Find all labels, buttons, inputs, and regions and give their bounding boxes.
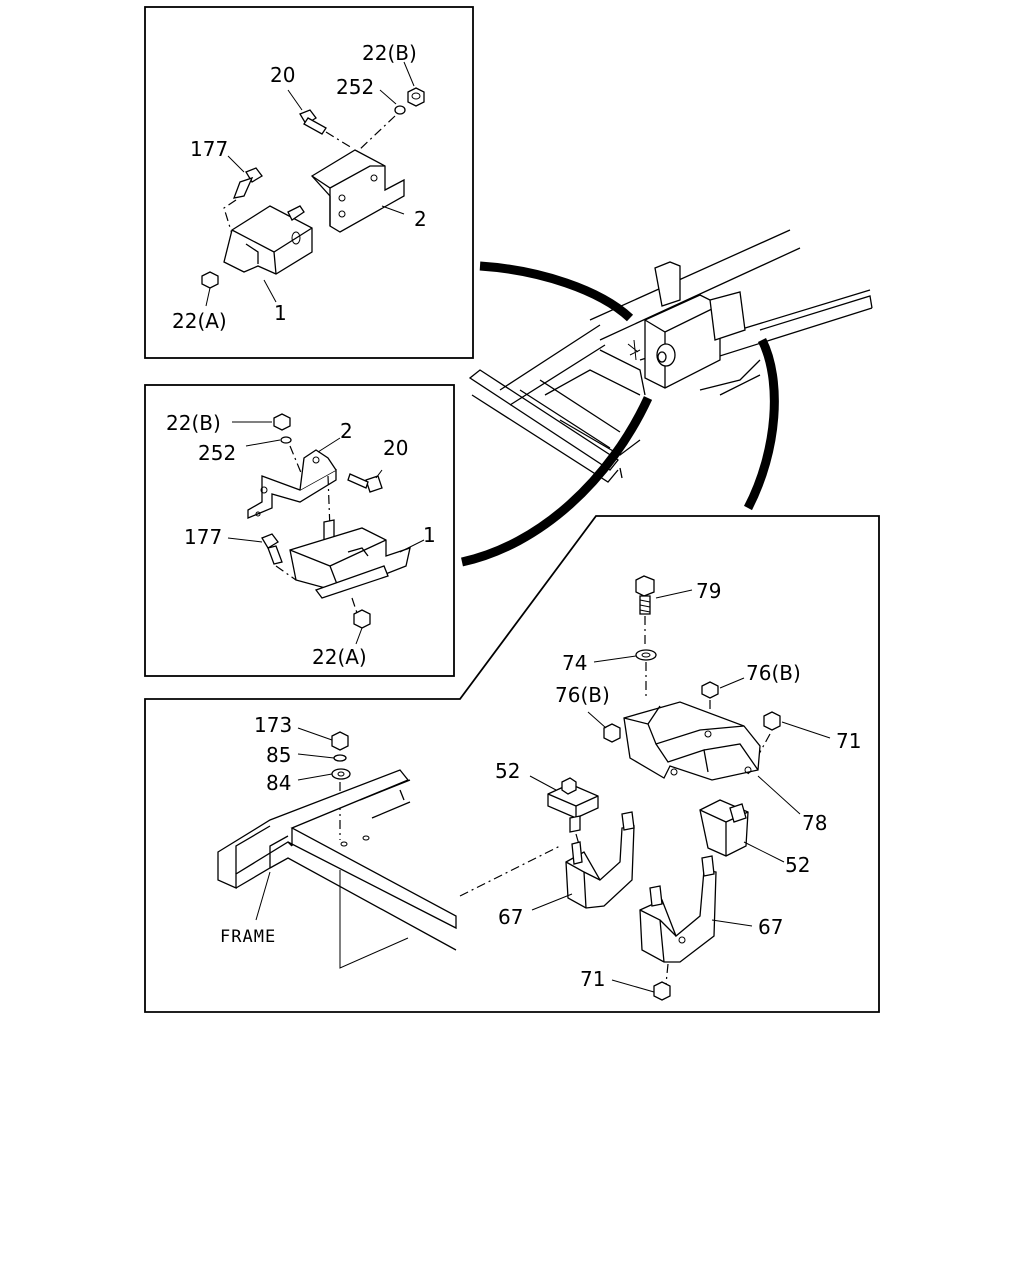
nut-76b-right-icon [701, 681, 719, 699]
label-71-bottom: 71 [580, 967, 605, 991]
washer-85-icon [333, 754, 347, 762]
label-177: 177 [190, 137, 228, 161]
nut-76b-left-icon [603, 723, 621, 743]
callout-arc-top [479, 261, 634, 322]
label-74: 74 [562, 651, 587, 675]
label-22b: 22(B) [166, 411, 221, 435]
washer-252-icon [280, 436, 292, 444]
bolt-177-icon [261, 533, 283, 565]
frame-rail-icon [217, 769, 457, 951]
bracket-2-icon [310, 149, 405, 233]
chassis-overview [468, 229, 873, 483]
label-84: 84 [266, 771, 291, 795]
insulator-52-left-icon [547, 777, 599, 833]
bolt-79-icon [635, 575, 655, 615]
label-85: 85 [266, 743, 291, 767]
panel-bottom-left: 173 85 84 FRAME [217, 713, 561, 969]
label-71-top: 71 [836, 729, 861, 753]
nut-173-icon [331, 731, 349, 751]
label-252: 252 [336, 75, 374, 99]
crossmember-78-icon [623, 701, 761, 781]
label-67-right: 67 [758, 915, 783, 939]
label-20: 20 [270, 63, 295, 87]
label-22a: 22(A) [312, 645, 367, 669]
label-78: 78 [802, 811, 827, 835]
label-1: 1 [274, 301, 287, 325]
bolt-20-icon [347, 473, 383, 493]
label-79: 79 [696, 579, 721, 603]
callout-arc-middle [461, 396, 653, 567]
insulator-52-right-icon [699, 799, 749, 857]
callout-arc-right [744, 337, 779, 511]
label-20: 20 [383, 436, 408, 460]
label-22b: 22(B) [362, 41, 417, 65]
label-76b-left: 76(B) [555, 683, 610, 707]
label-2: 2 [340, 419, 353, 443]
label-177: 177 [184, 525, 222, 549]
label-76b-right: 76(B) [746, 661, 801, 685]
label-frame: FRAME [220, 927, 276, 947]
label-52-right: 52 [785, 853, 810, 877]
panel-top-left: 22(B) 252 20 177 2 1 22(A) [144, 6, 474, 359]
nut-22b-icon [273, 413, 291, 431]
nut-71-top-icon [763, 711, 781, 731]
label-22a: 22(A) [172, 309, 227, 333]
label-252: 252 [198, 441, 236, 465]
label-67-left: 67 [498, 905, 523, 929]
nut-22a-icon [201, 271, 219, 289]
label-2: 2 [414, 207, 427, 231]
label-1: 1 [423, 523, 436, 547]
bracket-2-icon [247, 449, 337, 519]
nut-71-bottom-icon [653, 981, 671, 1001]
washer-74-icon [635, 649, 657, 661]
nut-22a-icon [353, 609, 371, 629]
mount-1-icon [289, 527, 411, 599]
washer-84-icon [331, 768, 351, 780]
mount-1-icon [223, 205, 313, 275]
washer-252-icon [394, 105, 406, 115]
bolt-177-icon [223, 167, 263, 235]
panel-right: 79 74 76(B) 76(B) 71 78 52 52 67 67 71 [495, 575, 861, 1001]
label-173: 173 [254, 713, 292, 737]
panel-middle-left: 22(B) 252 2 20 177 1 22(A) [144, 384, 455, 677]
bracket-67-right-icon [639, 855, 717, 963]
panel-lower-frame [144, 515, 880, 1013]
label-52-left: 52 [495, 759, 520, 783]
bracket-67-left-icon [565, 811, 635, 909]
nut-22b-icon [407, 87, 425, 107]
bolt-20-icon [299, 109, 353, 149]
